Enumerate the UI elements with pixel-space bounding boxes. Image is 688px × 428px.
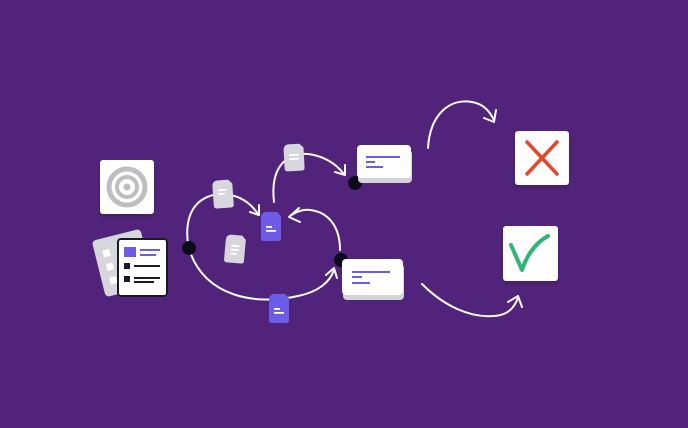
document-icon (212, 179, 234, 209)
form-checkbox (124, 276, 130, 282)
arrowhead-center-to-top (334, 164, 346, 176)
form-line (134, 265, 160, 267)
arrow-center-to-top (272, 152, 345, 203)
approved-tile (503, 226, 558, 281)
arrow-bottom-to-center (289, 208, 341, 251)
target-tile (100, 160, 154, 214)
form-checkbox (124, 263, 130, 269)
document-icon (224, 234, 246, 264)
document-icon (283, 143, 305, 172)
message-card-icon (357, 145, 412, 183)
form-line (134, 277, 160, 279)
arrowhead-bottom-to-center (288, 207, 301, 223)
document-icon (269, 294, 289, 323)
form-line (140, 249, 160, 251)
form-line (134, 281, 154, 283)
message-card-icon (342, 259, 404, 300)
check-mark-icon (509, 234, 550, 272)
form-document-icon (92, 229, 168, 297)
arrow-bottom-to-approved (421, 283, 519, 318)
arrowhead-top-to-rejected (483, 109, 497, 123)
rejected-tile (515, 131, 569, 185)
arrowhead-bottom-to-approved (507, 295, 523, 308)
x-mark-icon (525, 140, 559, 176)
form-back-page-lines (102, 249, 118, 285)
form-photo-block (124, 247, 136, 257)
form-line (140, 254, 156, 256)
document-icon (261, 212, 281, 241)
arrowhead-start-to-bottom (325, 267, 338, 279)
arrowhead-start-to-center (249, 204, 260, 216)
start-node-dot (182, 241, 196, 255)
arrow-top-to-rejected (427, 100, 495, 149)
target-icon (106, 166, 148, 208)
